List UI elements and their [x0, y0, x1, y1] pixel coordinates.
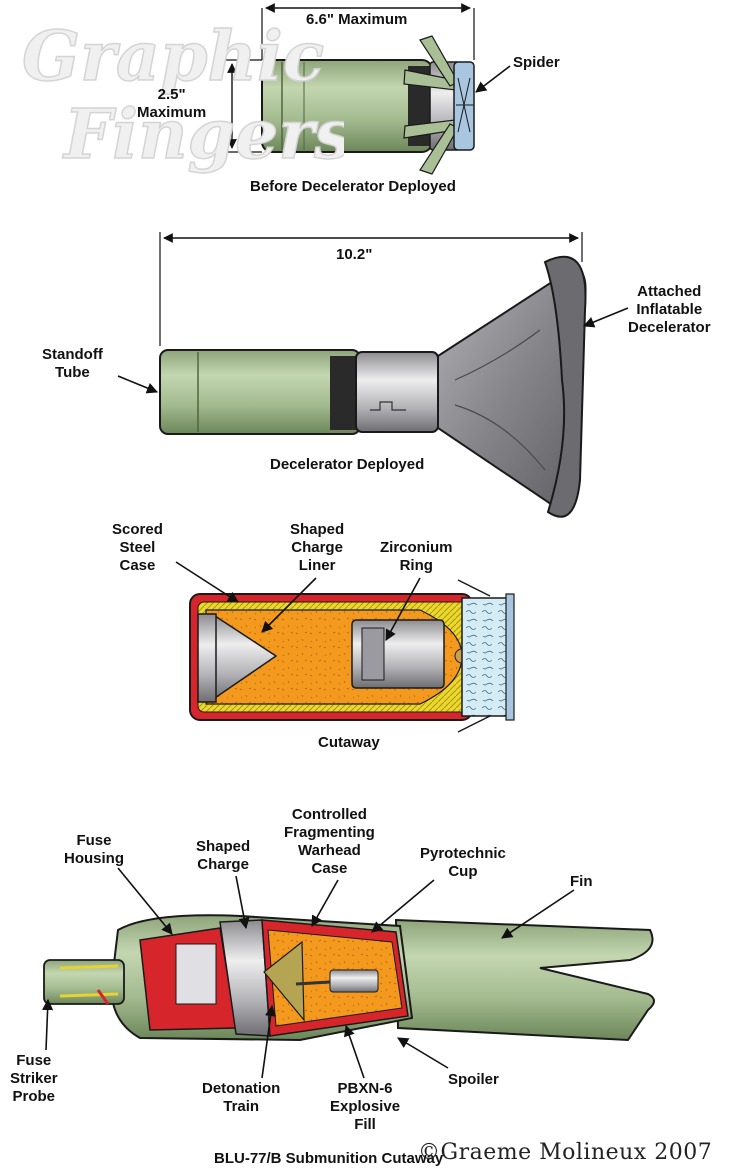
detonation-line-2: Train — [223, 1098, 260, 1115]
scored-line-1: Scored — [112, 521, 163, 538]
section-before-deployed — [225, 3, 511, 175]
pyro-line-1: Pyrotechnic — [420, 845, 506, 862]
scored-line-3: Case — [119, 557, 156, 574]
dim-height-word: Maximum — [137, 104, 207, 121]
caption-cutaway: Cutaway — [318, 734, 380, 751]
decelerator-line-1: Attached — [637, 283, 702, 300]
watermark-line-1: Graphic — [22, 17, 324, 97]
fuse-striker-probe-label: Fuse Striker Probe — [10, 1052, 58, 1106]
section-cutaway — [175, 561, 515, 733]
pbxn-line-2: Explosive — [330, 1098, 401, 1115]
pbxn-line-1: PBXN-6 — [337, 1080, 393, 1097]
caption-before-deployed: Before Decelerator Deployed — [250, 178, 456, 195]
pbxn-line-3: Fill — [354, 1116, 376, 1133]
liner-line-3: Liner — [298, 557, 336, 574]
shaped-charge-line-2: Charge — [197, 856, 249, 873]
decelerator-label: Attached Inflatable Decelerator — [628, 283, 711, 337]
figure-title: BLU-77/B Submunition Cutaway — [214, 1150, 444, 1167]
shaped-charge-label: Shaped Charge — [196, 838, 250, 874]
liner-line-1: Shaped — [290, 521, 345, 538]
fuse-housing-label: Fuse Housing — [64, 832, 124, 868]
pbxn-fill-label: PBXN-6 Explosive Fill — [330, 1080, 400, 1134]
caption-deployed: Decelerator Deployed — [270, 456, 425, 473]
spider-label: Spider — [513, 54, 560, 71]
dim-length-label: 10.2" — [336, 246, 373, 263]
fin-label: Fin — [570, 873, 593, 890]
warhead-line-1: Controlled — [291, 806, 367, 823]
decelerator-line-2: Inflatable — [636, 301, 703, 318]
fuse-housing-line-1: Fuse — [76, 832, 112, 849]
spoiler-label: Spoiler — [448, 1071, 499, 1088]
dim-width-label: 6.6" Maximum — [306, 11, 408, 28]
striker-line-3: Probe — [12, 1088, 56, 1105]
scored-steel-case-label: Scored Steel Case — [112, 521, 163, 575]
scored-line-2: Steel — [119, 539, 156, 556]
shaped-charge-line-1: Shaped — [196, 838, 251, 855]
standoff-line-1: Standoff — [42, 346, 103, 363]
watermark-logo: Graphic Fingers — [21, 16, 344, 176]
standoff-line-2: Tube — [55, 364, 90, 381]
zirconium-line-2: Ring — [399, 557, 433, 574]
decelerator-line-3: Decelerator — [628, 319, 711, 336]
detonation-train-label: Detonation Train — [202, 1080, 280, 1116]
cutaway-body — [189, 579, 515, 733]
fin-assembly — [394, 918, 655, 1042]
section-submunition-cutaway — [42, 867, 655, 1079]
shaped-charge-liner-label: Shaped Charge Liner — [290, 521, 344, 575]
watermark-line-2: Fingers — [62, 95, 344, 175]
striker-line-2: Striker — [10, 1070, 58, 1087]
liner-line-2: Charge — [291, 539, 343, 556]
fuse-housing-line-2: Housing — [64, 850, 124, 867]
detonation-line-1: Detonation — [202, 1080, 281, 1097]
warhead-line-4: Case — [311, 860, 348, 877]
warhead-case-label: Controlled Fragmenting Warhead Case — [284, 806, 375, 878]
warhead-line-3: Warhead — [298, 842, 361, 859]
zirconium-line-1: Zirconium — [380, 539, 453, 556]
zirconium-ring-label: Zirconium Ring — [380, 539, 453, 575]
section-deployed — [117, 232, 629, 518]
pyro-line-2: Cup — [448, 863, 478, 880]
pyrotechnic-cup-label: Pyrotechnic Cup — [420, 845, 506, 881]
dim-height-label: 2.5" Maximum — [137, 86, 206, 122]
striker-line-1: Fuse — [16, 1052, 52, 1069]
warhead-body — [110, 914, 414, 1042]
copyright-signature: ©Graeme Molineux 2007 — [418, 1140, 713, 1165]
warhead-line-2: Fragmenting — [284, 824, 375, 841]
standoff-tube-label: Standoff Tube — [42, 346, 103, 382]
submunition-stowed — [261, 35, 475, 175]
submunition-deployed — [159, 255, 587, 518]
dim-height-value: 2.5" — [157, 86, 186, 103]
fuse-probe — [43, 959, 125, 1005]
